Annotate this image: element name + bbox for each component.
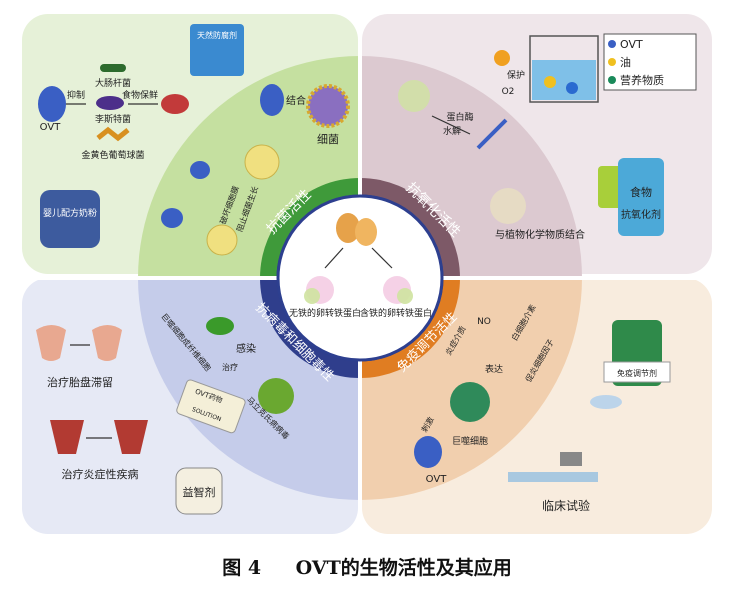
ovt-bind-icon — [260, 84, 284, 116]
formula-label: 婴儿配方奶粉 — [43, 207, 97, 219]
uterus-icon — [36, 325, 122, 361]
protein-structure-icon — [304, 276, 413, 304]
caption-number: 图 4 — [222, 557, 262, 579]
label-hydrolysis-1: 蛋白酶 — [446, 111, 473, 123]
hospital-bed-icon — [508, 452, 598, 482]
label-protect: 保护 — [507, 69, 525, 81]
legend-ovt: OVT — [620, 38, 643, 51]
label-clinical: 临床试验 — [542, 498, 590, 513]
ovt-blob-br-icon — [414, 436, 442, 468]
label-infect: 感染 — [236, 342, 256, 355]
dna-icon — [476, 118, 508, 150]
drug-tube-icon: OVT药物 SOLUTION — [176, 379, 246, 434]
label-inhibit: 抑制 — [67, 89, 85, 101]
label-ecoli: 大肠杆菌 — [95, 77, 131, 89]
food-bottle-icon: 食物 抗氧化剂 — [598, 158, 664, 236]
label-inflammation: 治疗炎症性疾病 — [62, 467, 139, 481]
label-food-preserve: 食物保鲜 — [122, 89, 158, 101]
meat-icon — [161, 94, 189, 114]
label-fe-bound: 含铁的卵转铁蛋白 — [360, 307, 432, 319]
label-ovt-tl: OVT — [40, 122, 62, 133]
label-no: NO — [477, 317, 491, 327]
label-food: 食物 — [630, 185, 652, 199]
label-express: 表达 — [485, 363, 503, 375]
label-listeria: 李斯特菌 — [95, 113, 131, 125]
cell-membrane-icon — [161, 144, 280, 256]
bacterium-cell-icon — [306, 84, 350, 128]
phyto-complex-icon — [490, 188, 526, 224]
sun-icon — [494, 50, 510, 66]
inflamed-uterus-icon — [50, 420, 148, 454]
legend-box: OVT 油 营养物质 — [603, 33, 697, 91]
label-bacteria: 细菌 — [317, 133, 339, 146]
label-placenta: 治疗胎盘滞留 — [47, 375, 113, 389]
macrophage-br-icon — [450, 382, 490, 422]
drug-bottle-icon — [590, 320, 671, 409]
caption-title: OVT的生物活性及其应用 — [295, 557, 512, 579]
label-hydrolysis-2: 水解 — [443, 125, 461, 137]
formula-jar-icon: 婴儿配方奶粉 — [40, 190, 100, 248]
label-ovt-br: OVT — [426, 474, 448, 485]
figure-caption: 图 4 OVT的生物活性及其应用 — [0, 553, 734, 580]
label-bind: 结合 — [286, 94, 306, 107]
egg-icon — [336, 213, 377, 246]
label-treat: 治疗 — [222, 362, 238, 372]
macrophage-icon — [206, 317, 234, 335]
bag-label: 天然防腐剂 — [197, 30, 237, 40]
label-macrophage-br: 巨噬细胞 — [452, 435, 488, 447]
preservative-bag-icon: 天然防腐剂 — [190, 24, 244, 76]
label-drug: 免疫调节剂 — [617, 368, 657, 378]
label-o2: O2 — [502, 87, 515, 97]
label-staph: 金黄色葡萄球菌 — [81, 149, 144, 161]
label-antiox-agent: 抗氧化剂 — [621, 208, 661, 221]
ovt-blob-icon — [38, 86, 66, 122]
label-fe-free: 无铁的卵转铁蛋白 — [289, 307, 361, 319]
bacteria-cluster-icon — [96, 64, 130, 142]
peptide-icon — [398, 80, 430, 112]
label-supplement: 益智剂 — [183, 485, 216, 499]
label-phyto: 与植物化学物质结合 — [495, 228, 585, 241]
virus-icon — [258, 378, 294, 414]
supplement-jar-icon — [175, 467, 223, 515]
legend-nutrient: 营养物质 — [620, 73, 664, 87]
beaker-icon — [529, 35, 599, 103]
legend-oil: 油 — [620, 55, 631, 69]
